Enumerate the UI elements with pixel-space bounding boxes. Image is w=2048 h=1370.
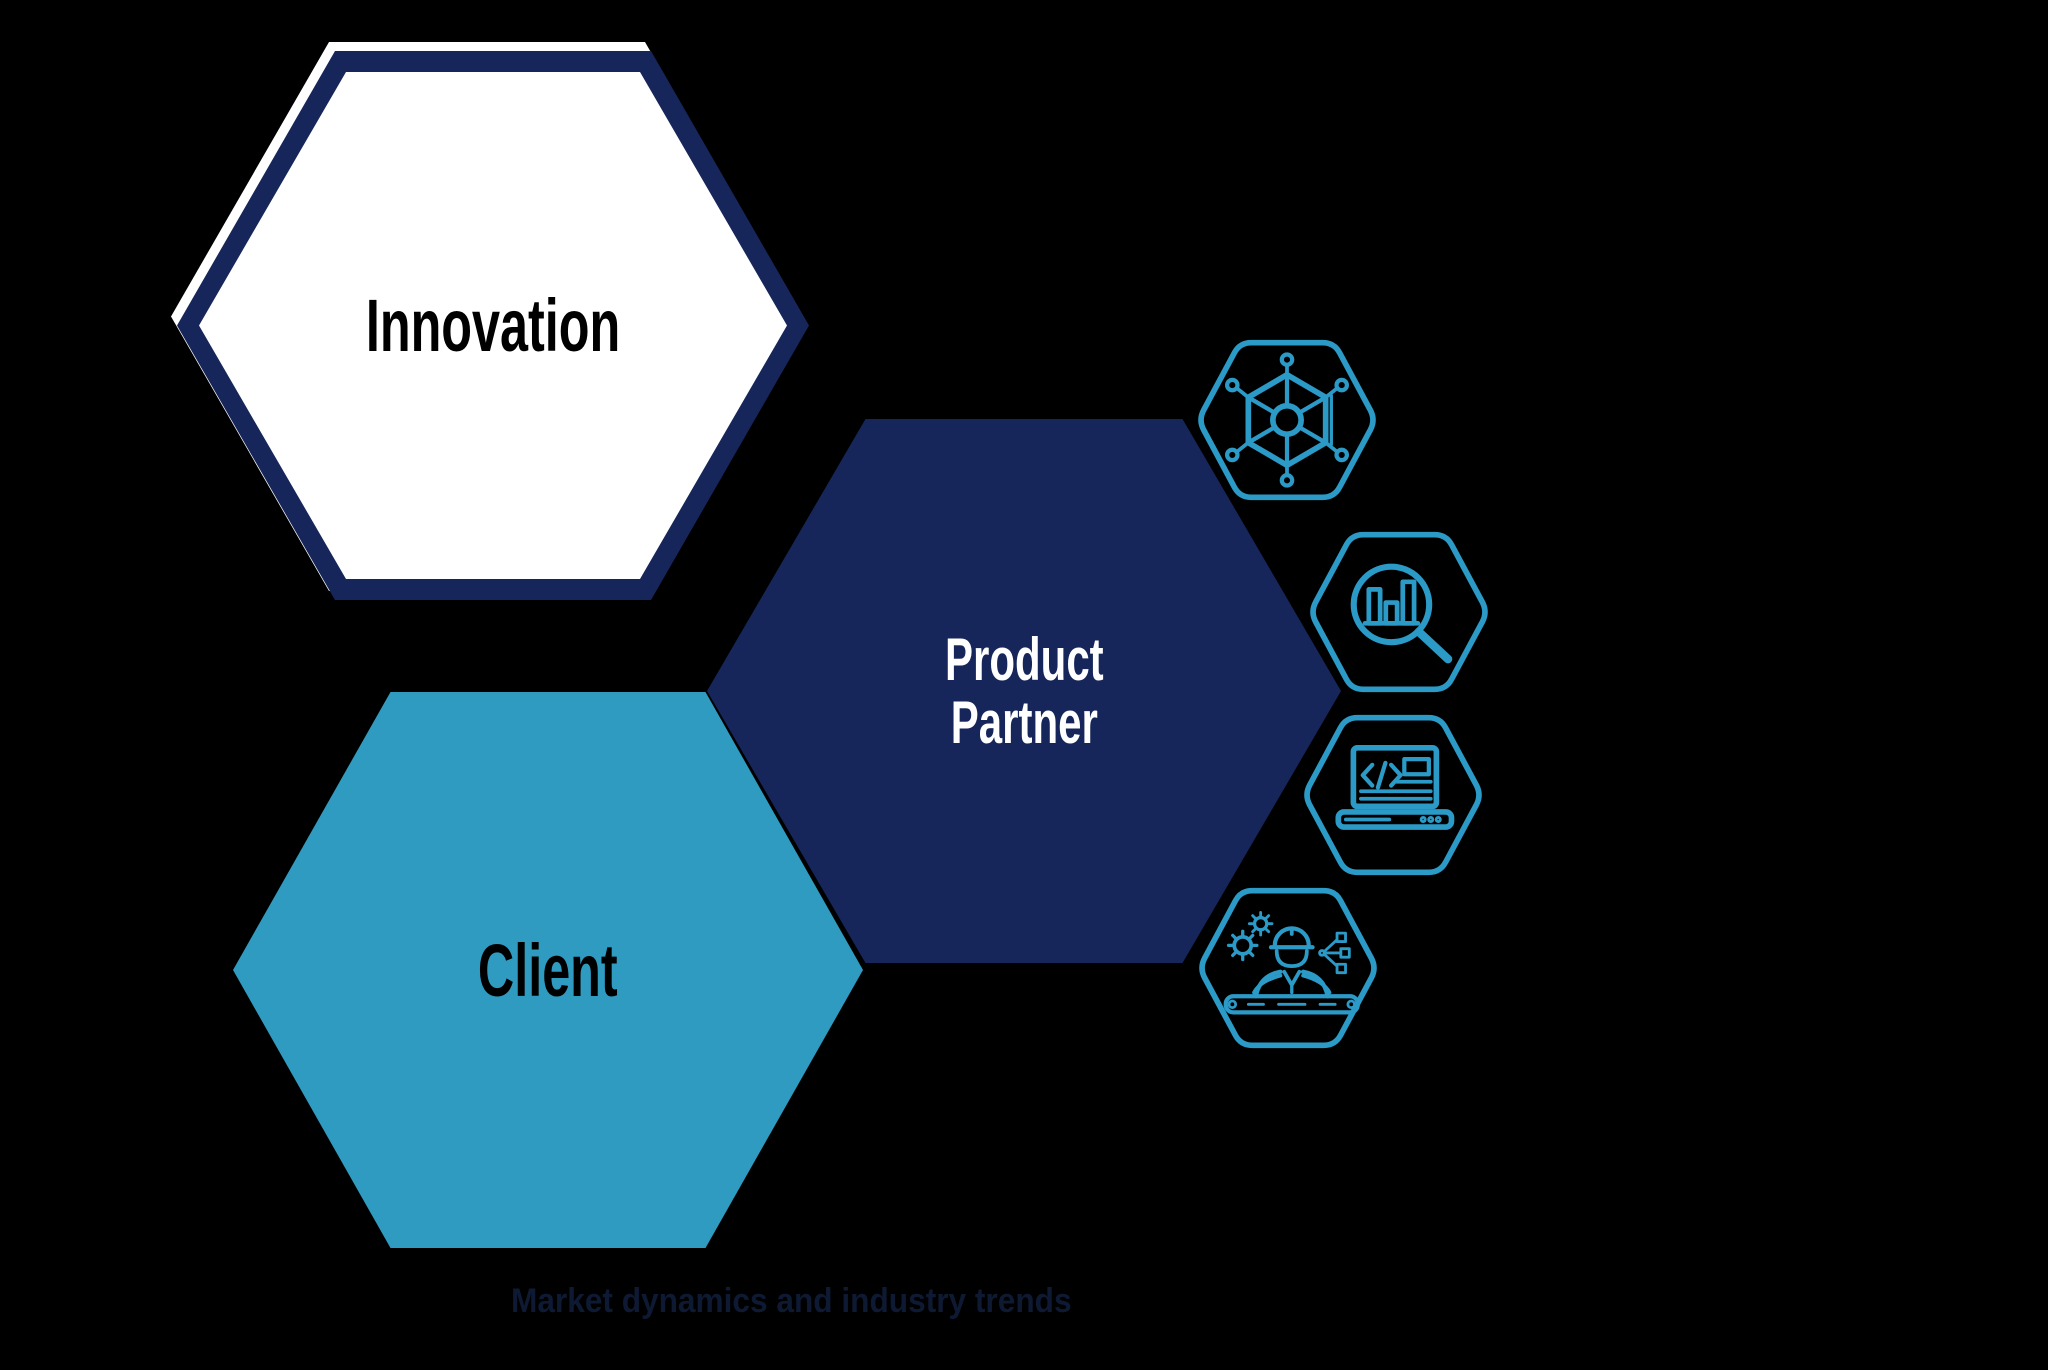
network-nodes-hexagon-icon (1192, 337, 1382, 503)
engineer-workflow-icon (1193, 885, 1383, 1051)
caption-market-dynamics: Market dynamics and industry trends (511, 1282, 1072, 1320)
innovation-hexagon (199, 72, 787, 579)
laptop-code-icon (1298, 712, 1488, 878)
bar-chart-magnifier-icon (1304, 529, 1494, 695)
